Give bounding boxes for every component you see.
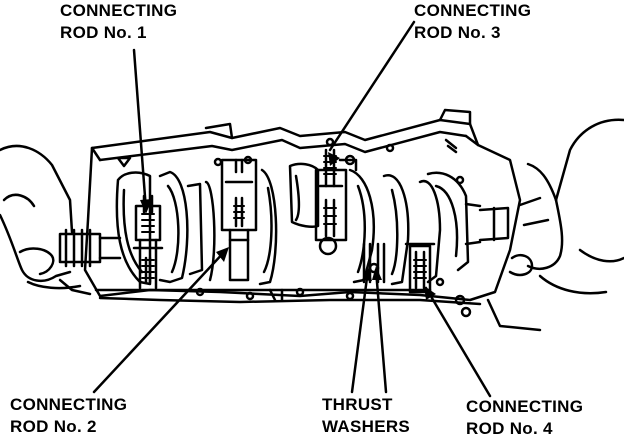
leader-thrust-right <box>374 268 388 394</box>
label-rod-2-line-1: CONNECTING <box>10 395 128 414</box>
arrowheads <box>140 152 436 300</box>
arrow-rod-4 <box>424 286 436 300</box>
arrow-thrust-right <box>372 266 382 280</box>
connecting-rods <box>132 148 436 294</box>
label-rod-2-line-2: ROD No. 2 <box>10 417 97 436</box>
leader-rod-1 <box>132 48 148 212</box>
arrow-thrust-left <box>362 266 372 281</box>
leader-rod-3 <box>328 20 416 152</box>
leader-lines <box>92 20 492 398</box>
arrow-rod-3 <box>328 152 340 166</box>
leader-thrust-left <box>350 268 370 394</box>
leader-rod-4 <box>424 286 492 398</box>
label-connecting-rod-4: CONNECTING ROD No. 4 <box>466 396 583 440</box>
label-rod-4-line-2: ROD No. 4 <box>466 419 553 438</box>
label-thrust-line-2: WASHERS <box>322 417 411 436</box>
right-hand <box>486 118 624 332</box>
leader-rod-2 <box>92 248 228 394</box>
label-rod-1-line-2: ROD No. 1 <box>60 23 147 42</box>
label-thrust-line-1: THRUST <box>322 395 393 414</box>
label-connecting-rod-3: CONNECTING ROD No. 3 <box>414 0 531 44</box>
crankshaft <box>58 202 510 268</box>
left-hand <box>0 144 92 296</box>
label-rod-3-line-1: CONNECTING <box>414 1 532 20</box>
arrow-rod-1 <box>140 199 152 214</box>
label-rod-1-line-1: CONNECTING <box>60 1 178 20</box>
label-rod-3-line-2: ROD No. 3 <box>414 23 501 42</box>
label-rod-4-line-1: CONNECTING <box>466 397 584 416</box>
label-connecting-rod-1: CONNECTING ROD No. 1 <box>60 0 177 44</box>
arrow-rod-2 <box>216 247 229 262</box>
label-thrust-washers: THRUST WASHERS <box>322 394 410 438</box>
label-connecting-rod-2: CONNECTING ROD No. 2 <box>10 394 127 438</box>
